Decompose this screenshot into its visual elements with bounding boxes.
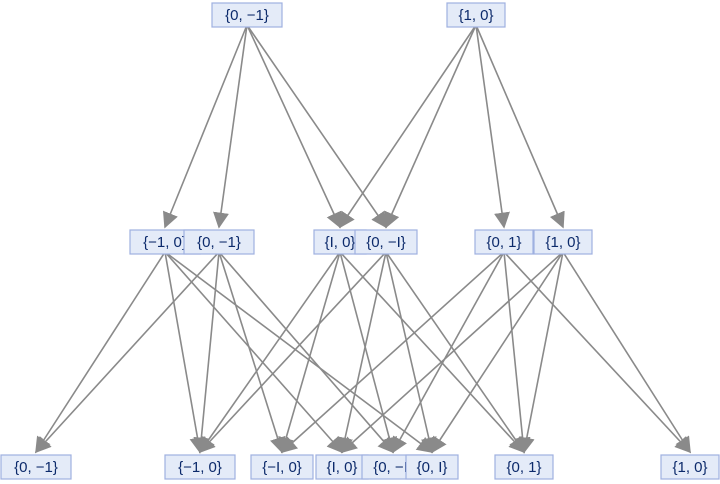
node-b3: {I, 0} [315, 454, 369, 480]
node-label: {0, −I} [373, 459, 413, 476]
node-box [250, 454, 314, 480]
node-label: {0, I} [417, 459, 448, 476]
node-m4: {0, 1} [474, 229, 534, 255]
node-box [211, 2, 283, 28]
node-label: {0, 1} [486, 234, 521, 251]
edge-m3-b3 [337, 251, 387, 454]
edge-r1-m5 [475, 24, 565, 229]
edge-m5-b3 [340, 251, 564, 454]
node-label: {1, 0} [672, 459, 707, 476]
node-label: {−I, 0} [262, 459, 302, 476]
node-box [533, 229, 593, 255]
node-r0: {0, −1} [211, 2, 283, 28]
node-label: {I, 0} [325, 234, 356, 251]
edge-m5-b6 [518, 251, 564, 454]
edge-r1-m2 [339, 24, 477, 229]
node-label: {−1, 0} [143, 234, 187, 251]
node-r1: {1, 0} [446, 2, 506, 28]
node-label: {0, −I} [366, 234, 406, 251]
edge-r1-m3 [384, 24, 477, 229]
edge-r1-m4 [475, 24, 510, 229]
edge-m1-b0 [34, 251, 220, 454]
node-label: {0, −1} [14, 459, 58, 476]
edge-r0-m3 [246, 24, 387, 229]
edge-m0-b3 [164, 251, 344, 454]
node-b1: {−1, 0} [164, 454, 236, 480]
node-b0: {0, −1} [0, 454, 72, 480]
edge-m0-b5 [164, 251, 434, 453]
edge-m2-b1 [199, 251, 341, 454]
edges-layer [34, 24, 692, 454]
node-label: {0, −1} [197, 234, 241, 251]
node-box [405, 454, 459, 480]
node-label: {1, 0} [545, 234, 580, 251]
edge-m1-b4 [218, 251, 395, 454]
node-b6: {0, 1} [494, 454, 554, 480]
node-box [0, 454, 72, 480]
node-box [446, 2, 506, 28]
edge-r0-m0 [163, 24, 248, 229]
edge-m2-b2 [278, 251, 341, 454]
node-m1: {0, −1} [183, 229, 255, 255]
edge-m5-b5 [431, 251, 564, 454]
edge-m3-b1 [198, 251, 387, 454]
edge-m0-b0 [35, 251, 166, 454]
node-box [183, 229, 255, 255]
node-box [315, 454, 369, 480]
node-label: {I, 0} [327, 459, 358, 476]
node-b7: {1, 0} [660, 454, 720, 480]
edge-m2-b6 [339, 251, 526, 454]
node-b2: {−I, 0} [250, 454, 314, 480]
edge-m3-b5 [385, 251, 437, 454]
edge-m4-b7 [503, 251, 692, 454]
edge-m3-b6 [385, 251, 525, 454]
edge-m1-b2 [218, 251, 286, 454]
node-label: {0, −1} [225, 7, 269, 24]
edge-m2-b4 [339, 251, 398, 454]
edge-m1-b1 [193, 251, 220, 454]
node-label: {0, 1} [506, 459, 541, 476]
edge-m4-b6 [503, 251, 531, 454]
node-b5: {0, I} [405, 454, 459, 480]
node-box [660, 454, 720, 480]
edge-r0-m1 [213, 24, 248, 229]
node-box [474, 229, 534, 255]
node-label: {−1, 0} [178, 459, 222, 476]
node-box [164, 454, 236, 480]
node-box [354, 229, 418, 255]
node-label: {1, 0} [458, 7, 493, 24]
edge-m4-b2 [280, 251, 505, 454]
edge-m5-b7 [562, 251, 691, 454]
edge-r0-m2 [246, 24, 342, 229]
node-box [494, 454, 554, 480]
node-m3: {0, −I} [354, 229, 418, 255]
edge-m4-b4 [392, 251, 505, 454]
node-m5: {1, 0} [533, 229, 593, 255]
edge-m0-b1 [164, 251, 206, 454]
